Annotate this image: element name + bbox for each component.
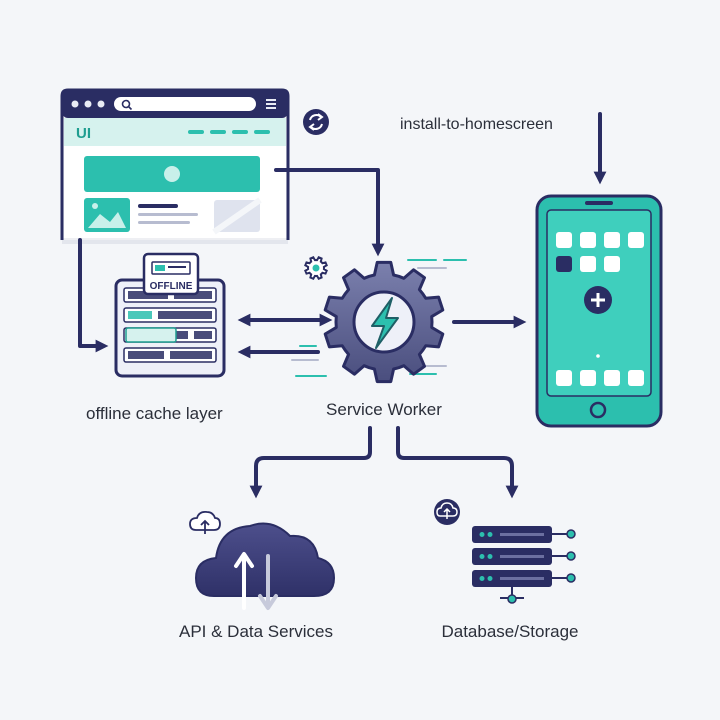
database-server <box>434 499 576 604</box>
cloud-sync-icon <box>434 499 460 525</box>
arrow-browser-to-cache <box>78 238 109 353</box>
app-tile[interactable] <box>580 256 596 272</box>
browser-window: UI <box>60 88 290 244</box>
worker-label: Service Worker <box>326 400 442 419</box>
small-gear-hub <box>312 264 320 272</box>
app-icon-grid <box>556 232 644 386</box>
app-tile[interactable] <box>604 232 620 248</box>
app-tile[interactable] <box>628 370 644 386</box>
browser-address-bar <box>114 97 256 111</box>
search-icon <box>121 99 131 109</box>
offline-badge-text: OFFLINE <box>150 281 193 292</box>
cloud-icon <box>194 522 336 597</box>
api-cloud <box>189 510 336 610</box>
menu-icon <box>266 99 276 109</box>
arrow-worker-to-db <box>396 426 519 499</box>
app-tile[interactable] <box>556 232 572 248</box>
arrow-browser-to-worker <box>274 168 385 257</box>
app-tile[interactable] <box>556 256 572 272</box>
api-label: API & Data Services <box>179 622 333 641</box>
lightning-icon <box>371 297 399 349</box>
small-gear-icon <box>304 256 328 280</box>
database-label: Database/Storage <box>441 622 578 641</box>
mobile-phone <box>535 194 663 428</box>
offline-cache-server: OFFLINE <box>114 252 226 378</box>
cloud-upload-icon <box>189 510 221 534</box>
app-tile[interactable] <box>628 232 644 248</box>
app-tile[interactable] <box>580 370 596 386</box>
app-tile[interactable] <box>604 256 620 272</box>
service-worker <box>323 260 445 384</box>
app-tile[interactable] <box>556 370 572 386</box>
connectors <box>78 112 607 499</box>
cache-label: offline cache layer <box>86 404 223 423</box>
app-tile[interactable] <box>604 370 620 386</box>
plus-icon <box>591 293 605 307</box>
app-tile[interactable] <box>580 232 596 248</box>
home-button[interactable] <box>589 401 607 419</box>
offline-badge: OFFLINE <box>142 252 200 296</box>
sync-icon <box>303 109 329 135</box>
arrow-worker-to-api <box>249 426 372 499</box>
browser-logo: UI <box>76 125 91 142</box>
server-icon <box>472 526 576 604</box>
install-label: install-to-homescreen <box>400 116 553 133</box>
